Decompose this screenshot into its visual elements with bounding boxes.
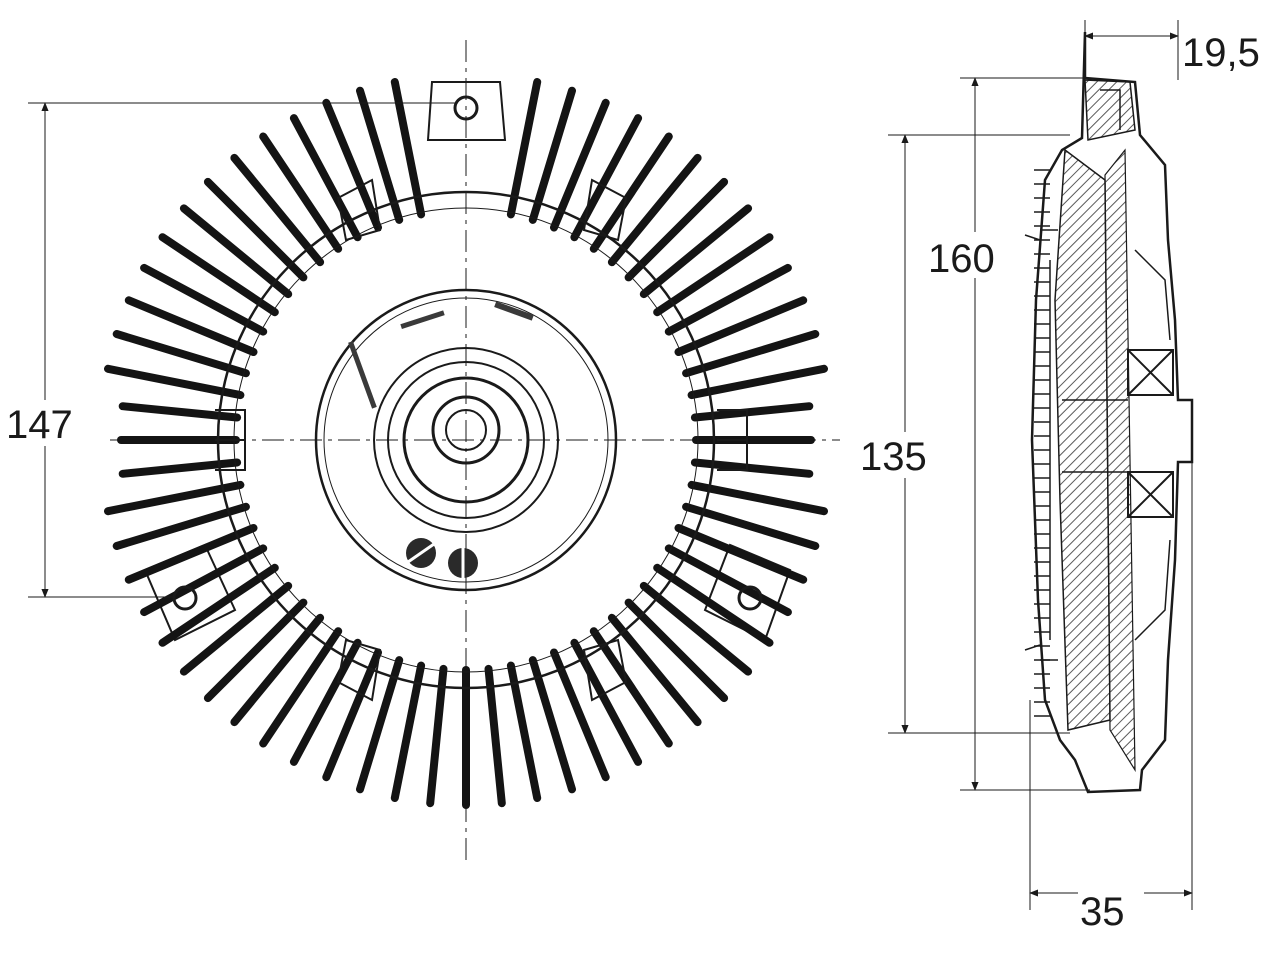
- dimension-147-label: 147: [6, 403, 73, 447]
- cooling-fin: [104, 480, 245, 516]
- hub-boss-outer: [373, 347, 559, 533]
- cooling-fin: [179, 581, 293, 676]
- bolt-hole-right: [737, 585, 763, 611]
- cooling-fin: [230, 153, 325, 267]
- window-slots: [215, 178, 748, 702]
- cooling-fin: [653, 233, 774, 317]
- cooling-fin: [140, 544, 268, 617]
- cooling-fin: [390, 78, 426, 219]
- cooling-fin: [674, 296, 808, 356]
- bolt-hole-top: [453, 95, 479, 121]
- face-engravings: [348, 301, 534, 409]
- dimension-160: 160: [925, 77, 1090, 791]
- cooling-fin: [639, 581, 753, 676]
- cooling-fin: [203, 177, 308, 282]
- cooling-fin: [322, 98, 382, 232]
- cooling-fin: [624, 598, 729, 703]
- dimension-160-label: 160: [928, 237, 995, 281]
- cooling-fin: [112, 330, 250, 378]
- rotor-section: [1104, 148, 1136, 773]
- cooling-fin: [664, 544, 792, 617]
- mounting-lug-top: [426, 81, 507, 141]
- housing-outline: [1030, 31, 1194, 794]
- side-view: 160 135 19,5 35: [858, 20, 1260, 934]
- cooling-fin: [112, 502, 250, 550]
- cooling-fin: [203, 598, 308, 703]
- cooling-fin: [607, 153, 702, 267]
- bolt-holes: [172, 95, 763, 611]
- cooling-fin: [506, 78, 542, 219]
- cooling-fin: [570, 114, 643, 242]
- cooling-fin: [687, 480, 828, 516]
- shaft-collar: [402, 376, 530, 504]
- dimension-35: 35: [1029, 460, 1193, 934]
- cooling-fin: [179, 204, 293, 299]
- cooling-fin: [687, 364, 828, 400]
- cooling-fin: [624, 177, 729, 282]
- cooling-fins: [104, 78, 828, 809]
- cooling-fin: [528, 656, 576, 794]
- side-fin-edges: [1034, 169, 1050, 717]
- cooling-fin: [140, 263, 268, 336]
- cooling-fin: [589, 132, 673, 253]
- disc-section: [1054, 148, 1111, 731]
- cooling-fin: [674, 524, 808, 584]
- cooling-fin: [158, 233, 279, 317]
- dimension-147: 147: [4, 102, 455, 598]
- cooling-fin: [124, 296, 258, 356]
- dimension-35-label: 35: [1080, 890, 1125, 934]
- cooling-fin: [664, 263, 792, 336]
- cooling-fin: [259, 132, 343, 253]
- dimension-135-label: 135: [860, 435, 927, 479]
- adjustment-screws: [406, 538, 478, 578]
- hub-face-inner: [323, 297, 609, 583]
- shaft-bore-outer: [431, 395, 501, 465]
- cooling-fin: [570, 638, 643, 766]
- bolt-hole-left: [172, 585, 198, 611]
- dimension-19-5: 19,5: [1084, 20, 1260, 80]
- hub-boss-inner: [387, 361, 545, 519]
- cooling-fin: [550, 648, 610, 782]
- front-view: 147: [4, 40, 840, 860]
- cooling-fin: [230, 613, 325, 727]
- cooling-fin: [426, 664, 448, 808]
- cooling-fin: [158, 563, 279, 647]
- flange-section: [1084, 79, 1136, 141]
- cooling-fin: [484, 664, 506, 808]
- bearings: [1127, 349, 1174, 518]
- cooling-fin: [589, 627, 673, 748]
- cooling-fin: [506, 661, 542, 802]
- cooling-fin: [607, 613, 702, 727]
- cooling-fin: [322, 648, 382, 782]
- cooling-fin: [528, 86, 576, 224]
- dimension-19-5-label: 19,5: [1182, 31, 1260, 75]
- cooling-fin: [653, 563, 774, 647]
- cooling-fin: [289, 638, 362, 766]
- hub-face: [314, 288, 618, 592]
- cooling-fin: [124, 524, 258, 584]
- cooling-fin: [550, 98, 610, 232]
- cooling-fin: [356, 656, 404, 794]
- cooling-fin: [639, 204, 753, 299]
- cooling-fin: [259, 627, 343, 748]
- cooling-fin: [390, 661, 426, 802]
- cooling-fin: [289, 114, 362, 242]
- cooling-fin: [682, 330, 820, 378]
- cooling-fin: [104, 364, 245, 400]
- cooling-fin: [356, 86, 404, 224]
- cooling-fin: [682, 502, 820, 550]
- shaft-bore-inner: [445, 409, 487, 451]
- dimension-135: 135: [858, 134, 1070, 734]
